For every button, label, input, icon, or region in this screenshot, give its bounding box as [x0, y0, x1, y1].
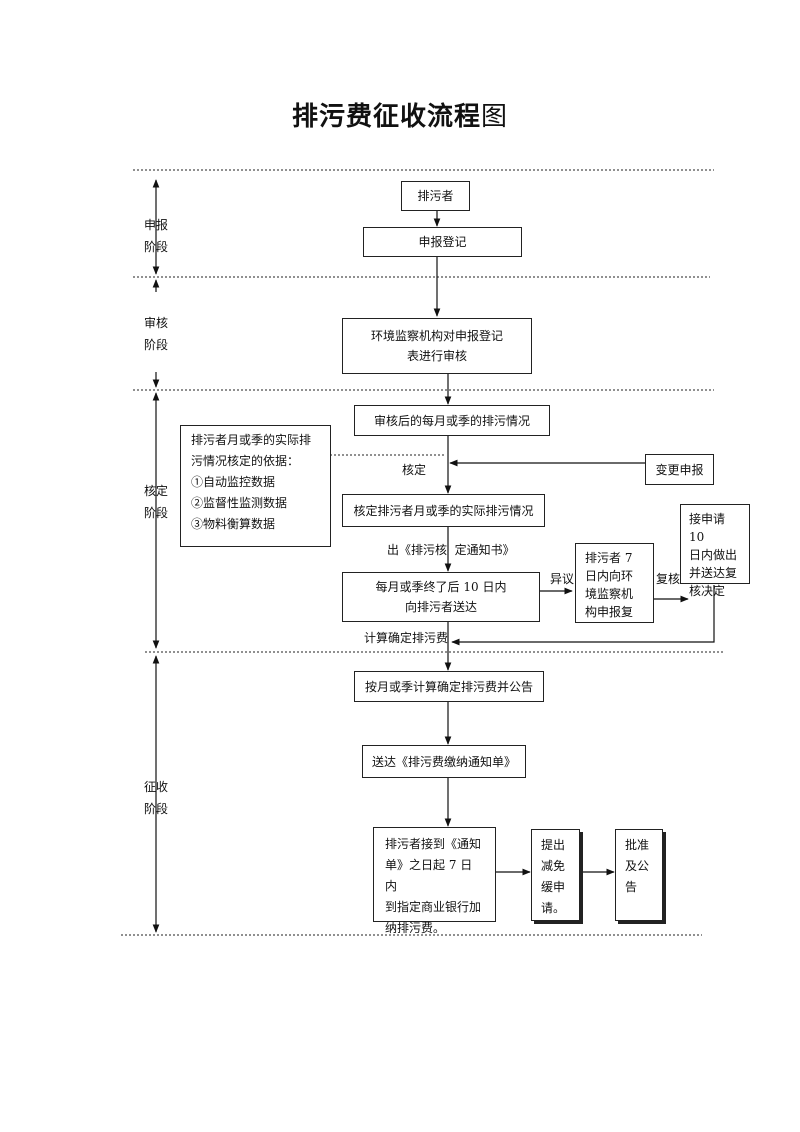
declare-register-box: 申报登记	[363, 227, 522, 257]
deliver-box: 每月或季终了后 10 日内向排污者送达	[342, 572, 540, 622]
stage-dividers	[121, 169, 725, 936]
pay-box: 排污者接到《通知 单》之日起 7 日内 到指定商业银行加 纳排污费。	[373, 827, 496, 935]
polluter-review-box: 排污者 7 日内向环 境监察机 构申报复	[575, 543, 654, 623]
basis-box: 排污者月或季的实际排 污情况核定的依据： ①自动监控数据 ②监督性监测数据 ③物…	[180, 425, 331, 547]
stage-declare: 申报阶段	[143, 218, 168, 254]
label-recheck: 复核	[656, 572, 681, 586]
label-verify: 核定	[402, 463, 427, 477]
approve-box: 批准 及公 告	[615, 829, 663, 921]
label-calc-fee: 计算确定排污费	[364, 631, 449, 645]
env-review-box: 环境监察机构对申报登记表进行审核	[342, 318, 532, 374]
page-title: 排污费征收流程图	[291, 102, 509, 132]
apply-relief-box: 提出 减免 缓申 请。	[531, 829, 580, 921]
verify-actual-box: 核定排污者月或季的实际排污情况	[342, 494, 545, 527]
monthly-status-box: 审核后的每月或季的排污情况	[354, 405, 550, 436]
polluter-box: 排污者	[401, 181, 470, 211]
decision-box: 接申请 10 日内做出 并送达复 核决定	[680, 504, 750, 598]
stage-review: 审核阶段	[143, 316, 168, 352]
change-declare-box: 变更申报	[645, 454, 714, 485]
label-issue-notice: 出《排污核 定通知书》	[387, 543, 515, 557]
stage-collect: 征收阶段	[143, 780, 168, 816]
flow-arrows	[433, 210, 715, 876]
stage-verify: 核定阶段	[143, 484, 168, 520]
label-objection: 异议	[550, 572, 575, 586]
send-notice-box: 送达《排污费缴纳通知单》	[362, 745, 526, 778]
calc-announce-box: 按月或季计算确定排污费并公告	[354, 671, 544, 702]
